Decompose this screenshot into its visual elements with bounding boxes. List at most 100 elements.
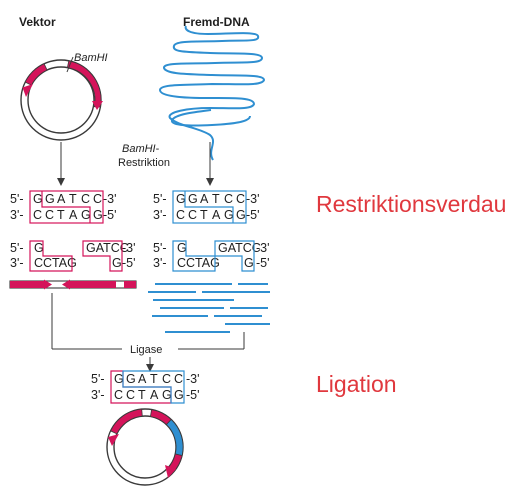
vector-site-top-base: T [69,192,77,206]
vector-frag-3prime: 3'- [10,256,24,270]
foreign-frag-5prime-end: -5' [256,256,270,270]
vector-site-top-base: C [93,192,102,206]
restriktion-label-line1: BamHI- [122,143,160,155]
foreign-frag-right-box [214,240,255,272]
foreign-frag-3prime-end: -3' [256,241,270,255]
vector-frag-5prime-end: -5' [122,256,136,270]
vector-site-bottom-base: T [57,208,65,222]
ligated-bottom-base: G [174,388,184,402]
foreign-site-3prime-bottom: 3'- [153,208,167,222]
ligated-top-base: G [114,372,124,386]
restriktion-enzyme-name: BamHI [122,143,156,155]
vector-down-arrowhead [57,178,65,186]
foreign-site-top-base: C [224,192,233,206]
recombinant-arrowhead-left [108,434,119,446]
vector-site-bottom-base: C [45,208,54,222]
vector-arrowhead-left [22,84,33,97]
vector-site-bottom-base: G [93,208,103,222]
foreign-site-box [172,190,247,224]
ligated-5prime: 5'- [91,372,105,386]
foreign-site-top-base: T [212,192,220,206]
ligated-bottom-base: G [162,388,172,402]
foreign-frag-right-top: GATCC [218,241,261,255]
recombinant-arrowhead-bottom [165,465,176,478]
foreign-site-5prime-end: -5' [246,208,260,222]
fremd-dna-heading: Fremd-DNA [183,15,250,29]
vector-site-bottom-base: G [81,208,91,222]
vector-site-bottom-base: C [33,208,42,222]
ligated-bottom-base: A [150,388,159,402]
ligated-top-base: A [138,372,147,386]
foreign-site-top-base: A [200,192,209,206]
vector-site-3prime-bottom: 3'- [10,208,24,222]
linear-vector-segment [10,281,44,288]
ligated-bottom-base: T [138,388,146,402]
foreign-site-top-base: C [236,192,245,206]
vector-site-5prime-top: 5'- [10,192,24,206]
linear-vector-bar [9,279,137,290]
vector-site-bottom-base: A [69,208,78,222]
vector-site-top-base: C [81,192,90,206]
vector-site-3prime-end: -3' [103,192,117,206]
foreign-frag-left-top: G [177,241,187,255]
foreign-frag-3prime: 3'- [153,256,167,270]
vector-frag-left-top: G [34,241,44,255]
linear-vector-arrow-right [44,279,52,290]
ligated-bottom-base: C [114,388,123,402]
vector-site-box [29,190,104,224]
foreign-frag-right-bottom: G [244,256,254,270]
vector-cut-fragments: 5'- 3'- G CCTAG GATCC G -3' -5' [10,240,136,272]
vector-frag-left-bottom: CCTAG [34,256,77,270]
vector-cut-line [41,191,91,223]
ligated-3prime-end: -3' [186,372,200,386]
foreign-site-bottom-base: A [212,208,221,222]
restriktion-label-line2: Restriktion [118,157,170,169]
vector-frag-right-top: GATCC [86,241,129,255]
vector-frag-right-box [82,240,123,272]
recombinant-vector-arc-left [110,408,143,435]
foreign-site-5prime-top: 5'- [153,192,167,206]
foreign-cut-line [184,191,234,223]
linear-vector-arrow-left [62,279,70,290]
bamhi-site-label: BamHI [74,52,108,64]
ligated-3prime: 3'- [91,388,105,402]
vector-frag-right-bottom: G [112,256,122,270]
ligated-site: 5'- 3'- G G A T C C C C T A G G -3' -5' [91,370,200,404]
restriktionsverdau-label: Restriktionsverdau [316,191,506,217]
foreign-dna-loop [171,109,251,127]
ligated-top-base: C [174,372,183,386]
recombinant-plasmid [106,408,184,486]
vector-frag-3prime-end: -3' [122,241,136,255]
vector-recognition-site: 5'- 3'- G G A T C C C C T A G G -3' -5' [10,190,117,224]
vector-site-5prime-end: -5' [103,208,117,222]
foreign-dna-coil [158,25,266,161]
vektor-heading: Vektor [19,15,56,29]
ligation-label: Ligation [316,371,397,397]
ligated-top-base: G [126,372,136,386]
vector-frag-left-box [29,240,73,272]
ligase-label: Ligase [130,344,162,356]
bamhi-pointer [66,56,74,73]
vector-arc-right [66,60,102,108]
foreign-site-bottom-base: G [236,208,246,222]
vector-plasmid [20,56,103,141]
vector-site-top-base: G [45,192,55,206]
ligase-connector [51,293,245,365]
foreign-frag-left-bottom: CCTAG [177,256,220,270]
foreign-dna-fragments [148,283,270,333]
foreign-frag-5prime: 5'- [153,241,167,255]
foreign-site-bottom-base: C [188,208,197,222]
foreign-site-top-base: G [176,192,186,206]
foreign-site-3prime-end: -3' [246,192,260,206]
restriktion-hyphen: - [156,143,160,155]
vector-frag-5prime: 5'- [10,241,24,255]
ligated-right-box [122,370,185,404]
recombinant-insert-arc [165,418,184,457]
ligase-arrowhead [146,364,154,372]
foreign-recognition-site: 5'- 3'- G G A T C C C C T A G G -3' -5' [153,190,260,224]
vector-site-top-base: G [33,192,43,206]
foreign-site-top-base: G [188,192,198,206]
foreign-site-bottom-base: C [176,208,185,222]
